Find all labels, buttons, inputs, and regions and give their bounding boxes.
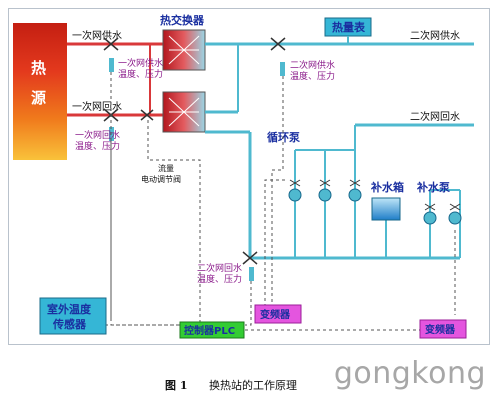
circulation-pump-1 bbox=[288, 179, 302, 202]
flow-control-valve bbox=[140, 109, 154, 121]
primary-return-sensor-label-2: 温度、压力 bbox=[75, 140, 120, 152]
control-signal-lines bbox=[105, 72, 456, 331]
figure-caption: 图 1 换热站的工作原理 bbox=[165, 377, 297, 393]
primary-return-sensor-label-1: 一次网回水 bbox=[75, 129, 120, 141]
secondary-supply-label: 二次网供水 bbox=[410, 29, 460, 42]
outdoor-sensor-label-2: 传感器 bbox=[52, 317, 87, 331]
secondary-return-label: 二次网回水 bbox=[410, 110, 460, 123]
primary-return-label: 一次网回水 bbox=[72, 100, 122, 113]
figure-number: 图 1 bbox=[165, 379, 188, 392]
plc-controller-box bbox=[179, 321, 245, 339]
circulation-pump-3 bbox=[348, 179, 362, 202]
primary-supply-label: 一次网供水 bbox=[72, 29, 122, 42]
heat-meter-label: 热量表 bbox=[332, 20, 366, 34]
vfd-box-2 bbox=[419, 319, 467, 339]
secondary-supply-sensor-label-2: 温度、压力 bbox=[290, 70, 335, 82]
secondary-return-sensor bbox=[242, 251, 258, 281]
secondary-supply-sensor bbox=[270, 37, 286, 76]
secondary-return-sensor-label-2: 温度、压力 bbox=[197, 273, 242, 285]
heat-source-label-1: 热 bbox=[31, 59, 46, 77]
makeup-tank-label: 补水箱 bbox=[370, 180, 404, 194]
plc-controller-label: 控制器PLC bbox=[184, 324, 235, 337]
makeup-pump-1 bbox=[423, 203, 437, 225]
secondary-return-sensor-label-1: 二次网回水 bbox=[197, 262, 242, 274]
watermark-logo: gongkong bbox=[333, 356, 486, 391]
secondary-supply-sensor-label-1: 二次网供水 bbox=[290, 59, 335, 71]
makeup-pump-label: 补水泵 bbox=[416, 180, 450, 194]
heat-source-label-2: 源 bbox=[31, 89, 46, 107]
primary-supply-sensor bbox=[103, 37, 119, 72]
makeup-pump-2 bbox=[448, 203, 462, 225]
flow-valve-label-1: 流量 bbox=[158, 163, 174, 173]
primary-supply-sensor-label-2: 温度、压力 bbox=[118, 68, 163, 80]
outdoor-temp-sensor-box bbox=[39, 297, 107, 335]
makeup-tank bbox=[371, 197, 401, 221]
vfd-label-2: 变频器 bbox=[425, 323, 456, 336]
primary-supply-sensor-label-1: 一次网供水 bbox=[118, 57, 163, 69]
figure-title: 换热站的工作原理 bbox=[208, 379, 297, 392]
flow-valve-label-2: 电动调节阀 bbox=[141, 174, 181, 184]
outdoor-sensor-label-1: 室外温度 bbox=[47, 302, 92, 316]
vfd-label-1: 变频器 bbox=[260, 308, 291, 321]
heat-exchanger-label: 热交换器 bbox=[160, 13, 205, 27]
vfd-box-1 bbox=[254, 304, 302, 324]
circulation-pump-2 bbox=[318, 179, 332, 202]
heat-source bbox=[13, 23, 67, 160]
